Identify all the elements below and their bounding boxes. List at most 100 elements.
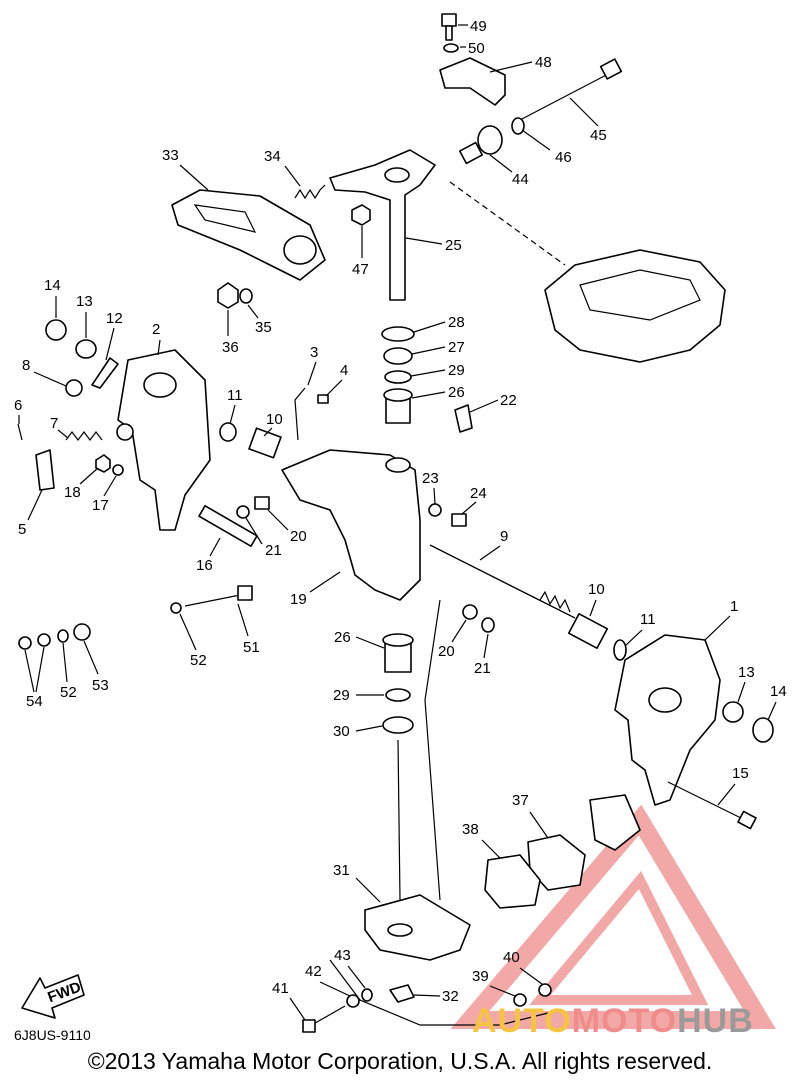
part-29-oring xyxy=(384,370,412,384)
part-13-bushing-right xyxy=(722,701,744,723)
part-29-oring-lower xyxy=(385,688,411,702)
callout-26-upper: 26 xyxy=(448,384,465,401)
callout-19: 19 xyxy=(290,591,307,608)
part-4-screw xyxy=(317,394,329,404)
part-38-rubber-mount xyxy=(484,854,541,909)
callout-11-left: 11 xyxy=(227,387,243,404)
watermark-wordmark: AUTOMOTOHUB xyxy=(472,1002,754,1041)
callout-14-left: 14 xyxy=(44,277,61,294)
part-24-bolt xyxy=(451,513,467,527)
callout-45: 45 xyxy=(590,127,607,144)
part-22-pad xyxy=(454,404,473,433)
callout-1: 1 xyxy=(730,598,738,615)
part-26-bushing-upper xyxy=(383,388,413,424)
callout-25: 25 xyxy=(445,237,462,254)
part-7-spring xyxy=(65,431,103,441)
callout-6: 6 xyxy=(14,397,22,414)
part-11-washer-right xyxy=(613,639,627,661)
callout-28: 28 xyxy=(448,314,465,331)
part-36-nut xyxy=(217,282,239,309)
callout-24: 24 xyxy=(470,485,487,502)
callout-33: 33 xyxy=(162,147,179,164)
callout-50: 50 xyxy=(468,40,485,57)
copyright-notice: ©2013 Yamaha Motor Corporation, U.S.A. A… xyxy=(87,1048,713,1074)
callout-41: 41 xyxy=(272,980,289,997)
part-9-through-shaft xyxy=(429,544,576,619)
part-26-bushing-lower xyxy=(382,633,414,673)
watermark-part-2: MOTO xyxy=(571,1002,678,1040)
callout-2: 2 xyxy=(152,321,160,338)
part-5-lever xyxy=(35,449,55,491)
callout-42: 42 xyxy=(305,963,322,980)
callout-30: 30 xyxy=(333,723,350,740)
callout-46: 46 xyxy=(555,149,572,166)
callout-37: 37 xyxy=(512,792,529,809)
part-46-washer xyxy=(511,117,525,135)
callout-12: 12 xyxy=(106,310,123,327)
part-14-cap-left xyxy=(45,319,67,341)
part-16-rod xyxy=(198,505,258,547)
callout-44: 44 xyxy=(512,171,529,188)
part-10-collar-right xyxy=(567,612,609,650)
callout-32: 32 xyxy=(442,988,459,1005)
callout-4: 4 xyxy=(340,362,348,379)
callout-38: 38 xyxy=(462,821,479,838)
watermark-part-3: HUB xyxy=(677,1002,754,1040)
part-8-washer xyxy=(65,379,83,397)
part-14-cap-right xyxy=(752,717,774,743)
callout-43: 43 xyxy=(334,947,351,964)
part-30-bushing xyxy=(382,716,414,734)
callout-17: 17 xyxy=(92,497,109,514)
callout-13-right: 13 xyxy=(738,664,755,681)
part-54-nut-b xyxy=(37,633,51,647)
part-50-washer xyxy=(443,43,459,53)
callout-3: 3 xyxy=(310,344,318,361)
callout-20-lower: 20 xyxy=(438,643,455,660)
part-21-cap-lower xyxy=(481,617,495,633)
part-43-washer xyxy=(361,988,373,1002)
part-53-washer xyxy=(73,623,91,641)
part-52-washer-lower xyxy=(57,629,69,643)
callout-14-right: 14 xyxy=(770,683,787,700)
callout-29-upper: 29 xyxy=(448,362,465,379)
part-39-bolt xyxy=(513,993,527,1007)
callout-21-lower: 21 xyxy=(474,660,491,677)
callout-54: 54 xyxy=(26,693,43,710)
callout-35: 35 xyxy=(255,319,272,336)
callout-34: 34 xyxy=(264,148,281,165)
callout-15: 15 xyxy=(732,765,749,782)
callout-36: 36 xyxy=(222,339,239,356)
part-18-nut xyxy=(95,454,111,473)
lower-cowling-part xyxy=(544,249,726,363)
callout-52-upper: 52 xyxy=(190,652,207,669)
part-1-clamp-bracket-right xyxy=(614,634,721,806)
callout-labels: 49 50 48 45 46 44 33 34 25 47 14 13 12 xyxy=(14,18,787,1021)
callout-16: 16 xyxy=(196,557,213,574)
callout-8: 8 xyxy=(22,357,30,374)
part-44-bushing xyxy=(458,125,503,165)
callout-23: 23 xyxy=(422,470,439,487)
part-25-steering-bracket xyxy=(329,149,436,301)
callout-10-right: 10 xyxy=(588,581,605,598)
part-23-washer xyxy=(428,503,442,517)
part-42-washer xyxy=(346,994,360,1008)
callout-22: 22 xyxy=(500,392,517,409)
callout-5: 5 xyxy=(18,521,26,538)
part-48-bracket xyxy=(439,57,506,106)
callout-18: 18 xyxy=(64,484,81,501)
part-49-bolt xyxy=(441,13,457,41)
part-11-washer-left xyxy=(219,422,237,442)
part-54-nut-a xyxy=(18,636,32,650)
part-52-washer-upper xyxy=(170,602,182,614)
part-35-washer xyxy=(239,288,253,304)
part-45-long-bolt xyxy=(519,58,623,121)
part-13-bushing-left xyxy=(75,339,97,359)
callout-31: 31 xyxy=(333,862,350,879)
part-40-washer xyxy=(538,983,552,997)
callout-7: 7 xyxy=(50,415,58,432)
callout-47: 47 xyxy=(352,261,369,278)
part-41-bolt xyxy=(302,1005,346,1033)
fwd-arrow-icon: FWD xyxy=(21,974,85,1019)
